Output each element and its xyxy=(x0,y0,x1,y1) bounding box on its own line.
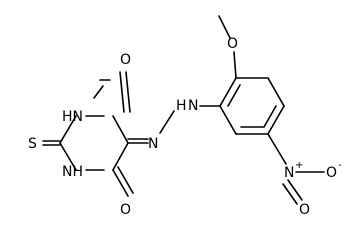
bond-bz-1 xyxy=(219,77,237,107)
bond-methoxy-o xyxy=(233,51,237,79)
bond-nitro-o-bottom xyxy=(287,179,303,201)
atom-n-azo: N xyxy=(148,136,158,152)
atom-nitro-n: N xyxy=(284,165,294,181)
bond-ring-co-bottom-2 xyxy=(117,166,134,194)
bond-co-top xyxy=(119,71,125,113)
bond-n-n xyxy=(159,110,175,134)
atom-n-hydrazo: N xyxy=(188,98,198,114)
bond-bz-inner-2 xyxy=(263,105,277,128)
bond-co-top-2 xyxy=(125,71,131,113)
atom-nitro-o-bottom: O xyxy=(299,202,310,218)
atom-hn-left: HN xyxy=(62,109,83,125)
bond-ring-2 xyxy=(59,142,77,171)
bond-nitro-o-bottom-2 xyxy=(282,183,298,205)
atom-h-hydrazo: H xyxy=(176,98,187,114)
atom-nh-right: NH xyxy=(62,164,83,180)
atom-nitro-n-charge: + xyxy=(295,160,303,171)
bond-ring-1 xyxy=(59,115,77,144)
atom-o-top: O xyxy=(120,52,131,68)
bond-ring-5 xyxy=(112,115,129,144)
molecule-structure-diagram: O HN NH S N H N O N + O - O O xyxy=(28,15,342,218)
bond-bz-4 xyxy=(267,105,285,135)
bond-methoxy-ch3 xyxy=(218,15,231,39)
bond-bz-inner-1 xyxy=(227,84,241,107)
bond-ring-4 xyxy=(112,142,129,171)
bond-bz-3 xyxy=(267,77,285,107)
atom-o-methoxy: O xyxy=(227,36,238,52)
bond-ring-co-bottom xyxy=(112,169,129,197)
atom-o-bottom: O xyxy=(120,202,131,218)
atom-nitro-o-charge: - xyxy=(338,160,342,171)
bond-nitro xyxy=(267,133,287,165)
bond-c5-n-top xyxy=(93,85,104,99)
atom-nitro-o: O xyxy=(326,165,337,181)
bond-bz-6 xyxy=(219,105,237,135)
atom-s: S xyxy=(28,136,37,152)
